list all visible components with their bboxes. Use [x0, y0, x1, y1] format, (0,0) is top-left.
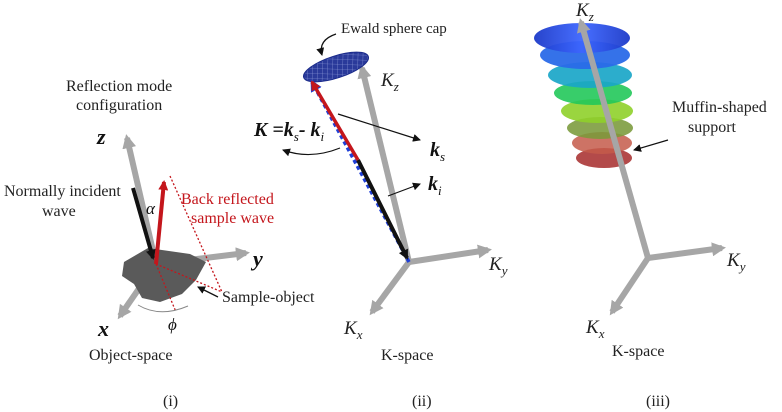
muffin-layer — [561, 99, 633, 123]
ewald-label: Ewald sphere cap — [341, 21, 447, 37]
muffin-layer — [534, 23, 630, 53]
sample-leader-arrow — [197, 286, 219, 298]
muffin-label-line2: support — [688, 119, 737, 136]
incident-label-line2: wave — [42, 203, 76, 220]
alpha-label: α — [146, 199, 156, 218]
caption-i: (i) — [163, 393, 178, 410]
object-space-label: Object-space — [89, 347, 173, 364]
phi-label: ϕ — [168, 315, 177, 334]
incident-label-line1: Normally incident — [4, 183, 121, 200]
sample-object-shape — [122, 248, 206, 302]
axis-ky-ii — [408, 244, 492, 265]
kx-label-iii: Kx — [585, 317, 605, 341]
ks-label: ks — [430, 139, 445, 164]
kx-label-ii: Kx — [343, 318, 363, 342]
axis-ky-iii — [647, 242, 726, 261]
reflected-wave-arrow — [154, 180, 169, 265]
kz-label-iii: Kz — [575, 0, 594, 24]
muffin-leader-arrow — [633, 139, 669, 152]
reflection-plane-line — [169, 175, 223, 293]
muffin-layer — [548, 62, 632, 88]
muffin-label-line1: Muffin-shaped — [672, 99, 767, 116]
ky-label-iii: Ky — [726, 250, 746, 274]
ki-label: ki — [428, 173, 442, 198]
ewald-sphere-cap — [302, 51, 370, 83]
panel-iii: Kz Ky Kx Muffin-shaped support K-space (… — [534, 0, 767, 410]
axis-z-i — [122, 134, 159, 265]
phi-arc — [137, 304, 189, 313]
reflection-plane-line — [155, 263, 177, 313]
ki-leader-arrow — [387, 182, 421, 197]
muffin-layer — [554, 81, 632, 105]
incident-wave-arrow — [131, 187, 156, 260]
k-equation-label: K =ks- ki — [253, 119, 324, 144]
caption-iii: (iii) — [646, 393, 670, 410]
reflected-label-line1: Back reflected — [181, 191, 274, 208]
config-title-line1: Reflection mode — [66, 78, 172, 95]
axis-label-z: z — [96, 124, 106, 149]
sample-object-label: Sample-object — [222, 289, 315, 306]
kz-label-ii: Kz — [380, 70, 399, 94]
k-eq-leader-arrow — [282, 147, 341, 157]
panel-i: Reflection mode configuration z y x Norm… — [4, 78, 315, 410]
ks-leader-arrow — [337, 113, 421, 142]
panel-ii: Ewald sphere cap Kz Ky Kx K =ks- ki ks k… — [253, 21, 508, 410]
muffin-layer — [567, 117, 633, 139]
axis-kz-ii — [357, 64, 412, 263]
axis-kz-iii — [576, 18, 651, 259]
reflected-label-line2: sample wave — [191, 210, 274, 227]
ki-vector-arrow — [356, 159, 409, 260]
axis-kx-ii — [369, 260, 412, 316]
ks-vector-arrow — [310, 80, 360, 161]
caption-ii: (ii) — [412, 393, 432, 410]
k-space-label-ii: K-space — [381, 347, 433, 364]
ky-label-ii: Ky — [488, 254, 508, 278]
axis-kx-iii — [609, 256, 651, 316]
axis-label-y: y — [250, 246, 263, 271]
config-title-line2: configuration — [76, 97, 162, 114]
ewald-leader-arrow — [316, 33, 337, 56]
axis-label-x: x — [97, 316, 109, 341]
k-space-label-iii: K-space — [612, 343, 664, 360]
